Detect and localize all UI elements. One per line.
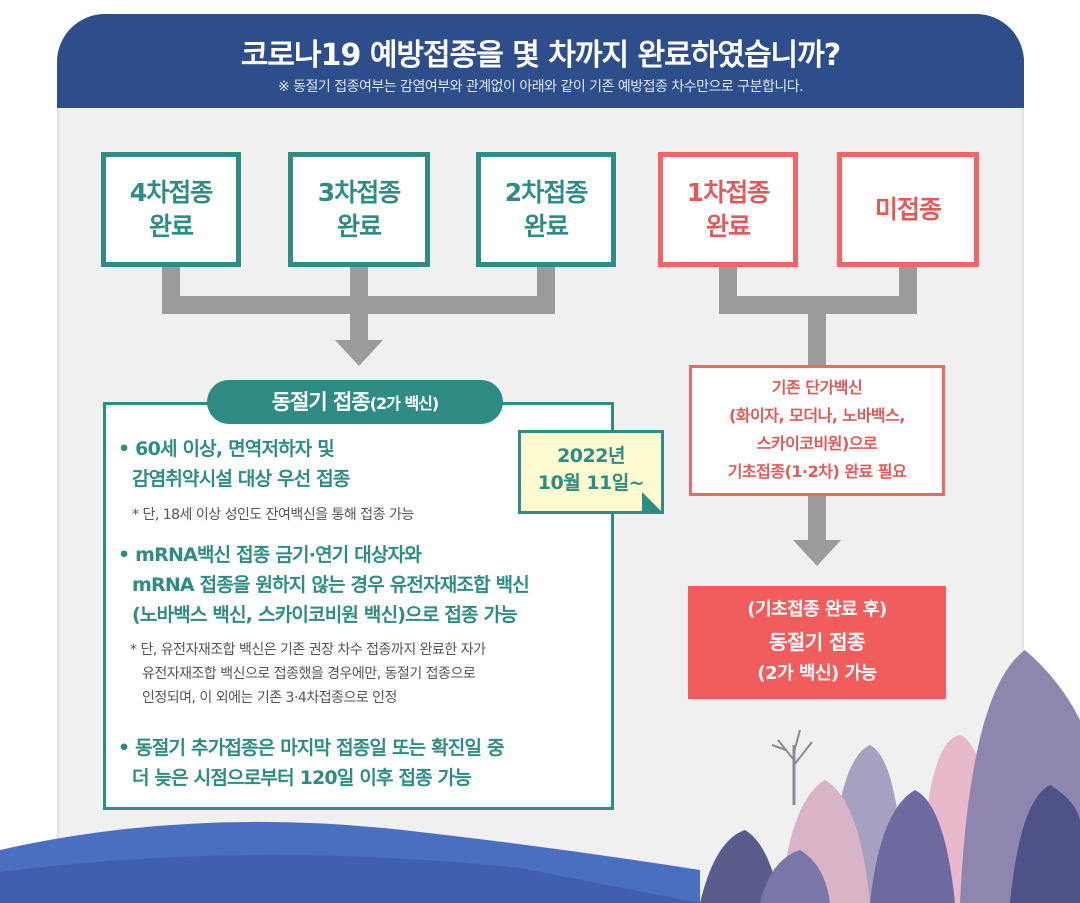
basic-line: 기초접종(1·2차) 완료 필요 [727, 462, 907, 481]
info-note-line: 인정되며, 이 외에는 기존 3·4차접종으로 인정 [142, 690, 397, 706]
status-box-line2: 완료 [336, 211, 382, 241]
result-box: (기초접종 완료 후) 동절기 접종 (2가 백신) 가능 [688, 586, 946, 699]
date-note-line1: 2022년 [557, 445, 625, 467]
arrow-down-icon [335, 340, 383, 366]
status-box-line1: 1차접종 [686, 177, 770, 207]
info-note-recombinant: * 단, 유전자재조합 백신은 기존 권장 차수 접종까지 완료한 자가 유전자… [130, 638, 486, 710]
winter-vaccination-pill: 동절기 접종(2가 백신) [207, 380, 503, 424]
result-line: (기초접종 완료 후) [747, 599, 887, 620]
info-item-line: 감염취약시설 대상 우선 접종 [132, 468, 350, 490]
basic-vaccination-box: 기존 단가백신 (화이자, 모더나, 노바백스, 스카이코비원)으로 기초접종(… [689, 365, 945, 496]
info-item-recombinant: • mRNA백신 접종 금기·연기 대상자와 mRNA 접종을 원하지 않는 경… [118, 540, 530, 630]
status-box-line2: 완료 [148, 211, 194, 241]
header-banner: 코로나19 예방접종을 몇 차까지 완료하였습니까? ※ 동절기 접종여부는 감… [57, 14, 1024, 108]
info-item-interval: • 동절기 추가접종은 마지막 접종일 또는 확진일 중 더 늦은 시점으로부터… [118, 733, 504, 793]
basic-line: (화이자, 모더나, 노바백스, [729, 406, 905, 425]
info-note-line: * 단, 유전자재조합 백신은 기존 권장 차수 접종까지 완료한 자가 [130, 642, 486, 658]
connector-line [808, 496, 826, 544]
info-item-line: • 60세 이상, 면역저하자 및 [118, 438, 335, 460]
date-note-line2: 10월 11일~ [537, 472, 645, 494]
info-item-line: • mRNA백신 접종 금기·연기 대상자와 [118, 544, 422, 566]
basic-line: 기존 단가백신 [771, 378, 863, 397]
status-box-unvaccinated: 미접종 [837, 152, 979, 267]
result-line: (2가 백신) 가능 [757, 663, 877, 684]
date-note: 2022년 10월 11일~ [518, 430, 664, 514]
status-box-line2: 완료 [705, 211, 751, 241]
info-item-priority: • 60세 이상, 면역저하자 및 감염취약시설 대상 우선 접종 [118, 434, 350, 494]
info-note-line: * 단, 18세 이상 성인도 잔여백신을 통해 접종 가능 [132, 507, 414, 523]
pill-main-label: 동절기 접종 [271, 390, 371, 414]
status-box-line1: 4차접종 [129, 177, 213, 207]
pill-sub-label: (2가 백신) [369, 394, 439, 413]
info-note-adults: * 단, 18세 이상 성인도 잔여백신을 통해 접종 가능 [132, 503, 414, 527]
info-note-line: 유전자재조합 백신으로 접종했을 경우에만, 동절기 접종으로 [142, 666, 476, 682]
page-fold-icon [642, 492, 664, 514]
status-box-line1: 미접종 [874, 194, 942, 224]
tree-icon [771, 729, 813, 805]
connector-line [350, 296, 368, 344]
info-item-line: 더 늦은 시점으로부터 120일 이후 접종 가능 [132, 767, 472, 789]
page-subtitle: ※ 동절기 접종여부는 감염여부와 관계없이 아래와 같이 기존 예방접종 차수… [277, 79, 804, 95]
status-box-line2: 완료 [523, 211, 569, 241]
arrow-down-icon [793, 540, 841, 566]
info-item-line: • 동절기 추가접종은 마지막 접종일 또는 확진일 중 [118, 737, 504, 759]
info-item-line: (노바백스 백신, 스카이코비원 백신)으로 접종 가능 [132, 604, 518, 626]
result-line: 동절기 접종 [769, 630, 865, 654]
basic-line: 스카이코비원)으로 [756, 434, 878, 453]
page-title: 코로나19 예방접종을 몇 차까지 완료하였습니까? [240, 38, 841, 73]
info-item-line: mRNA 접종을 원하지 않는 경우 유전자재조합 백신 [132, 574, 530, 596]
status-box-line1: 3차접종 [317, 177, 401, 207]
status-box-line1: 2차접종 [504, 177, 588, 207]
connector-line [808, 296, 826, 366]
